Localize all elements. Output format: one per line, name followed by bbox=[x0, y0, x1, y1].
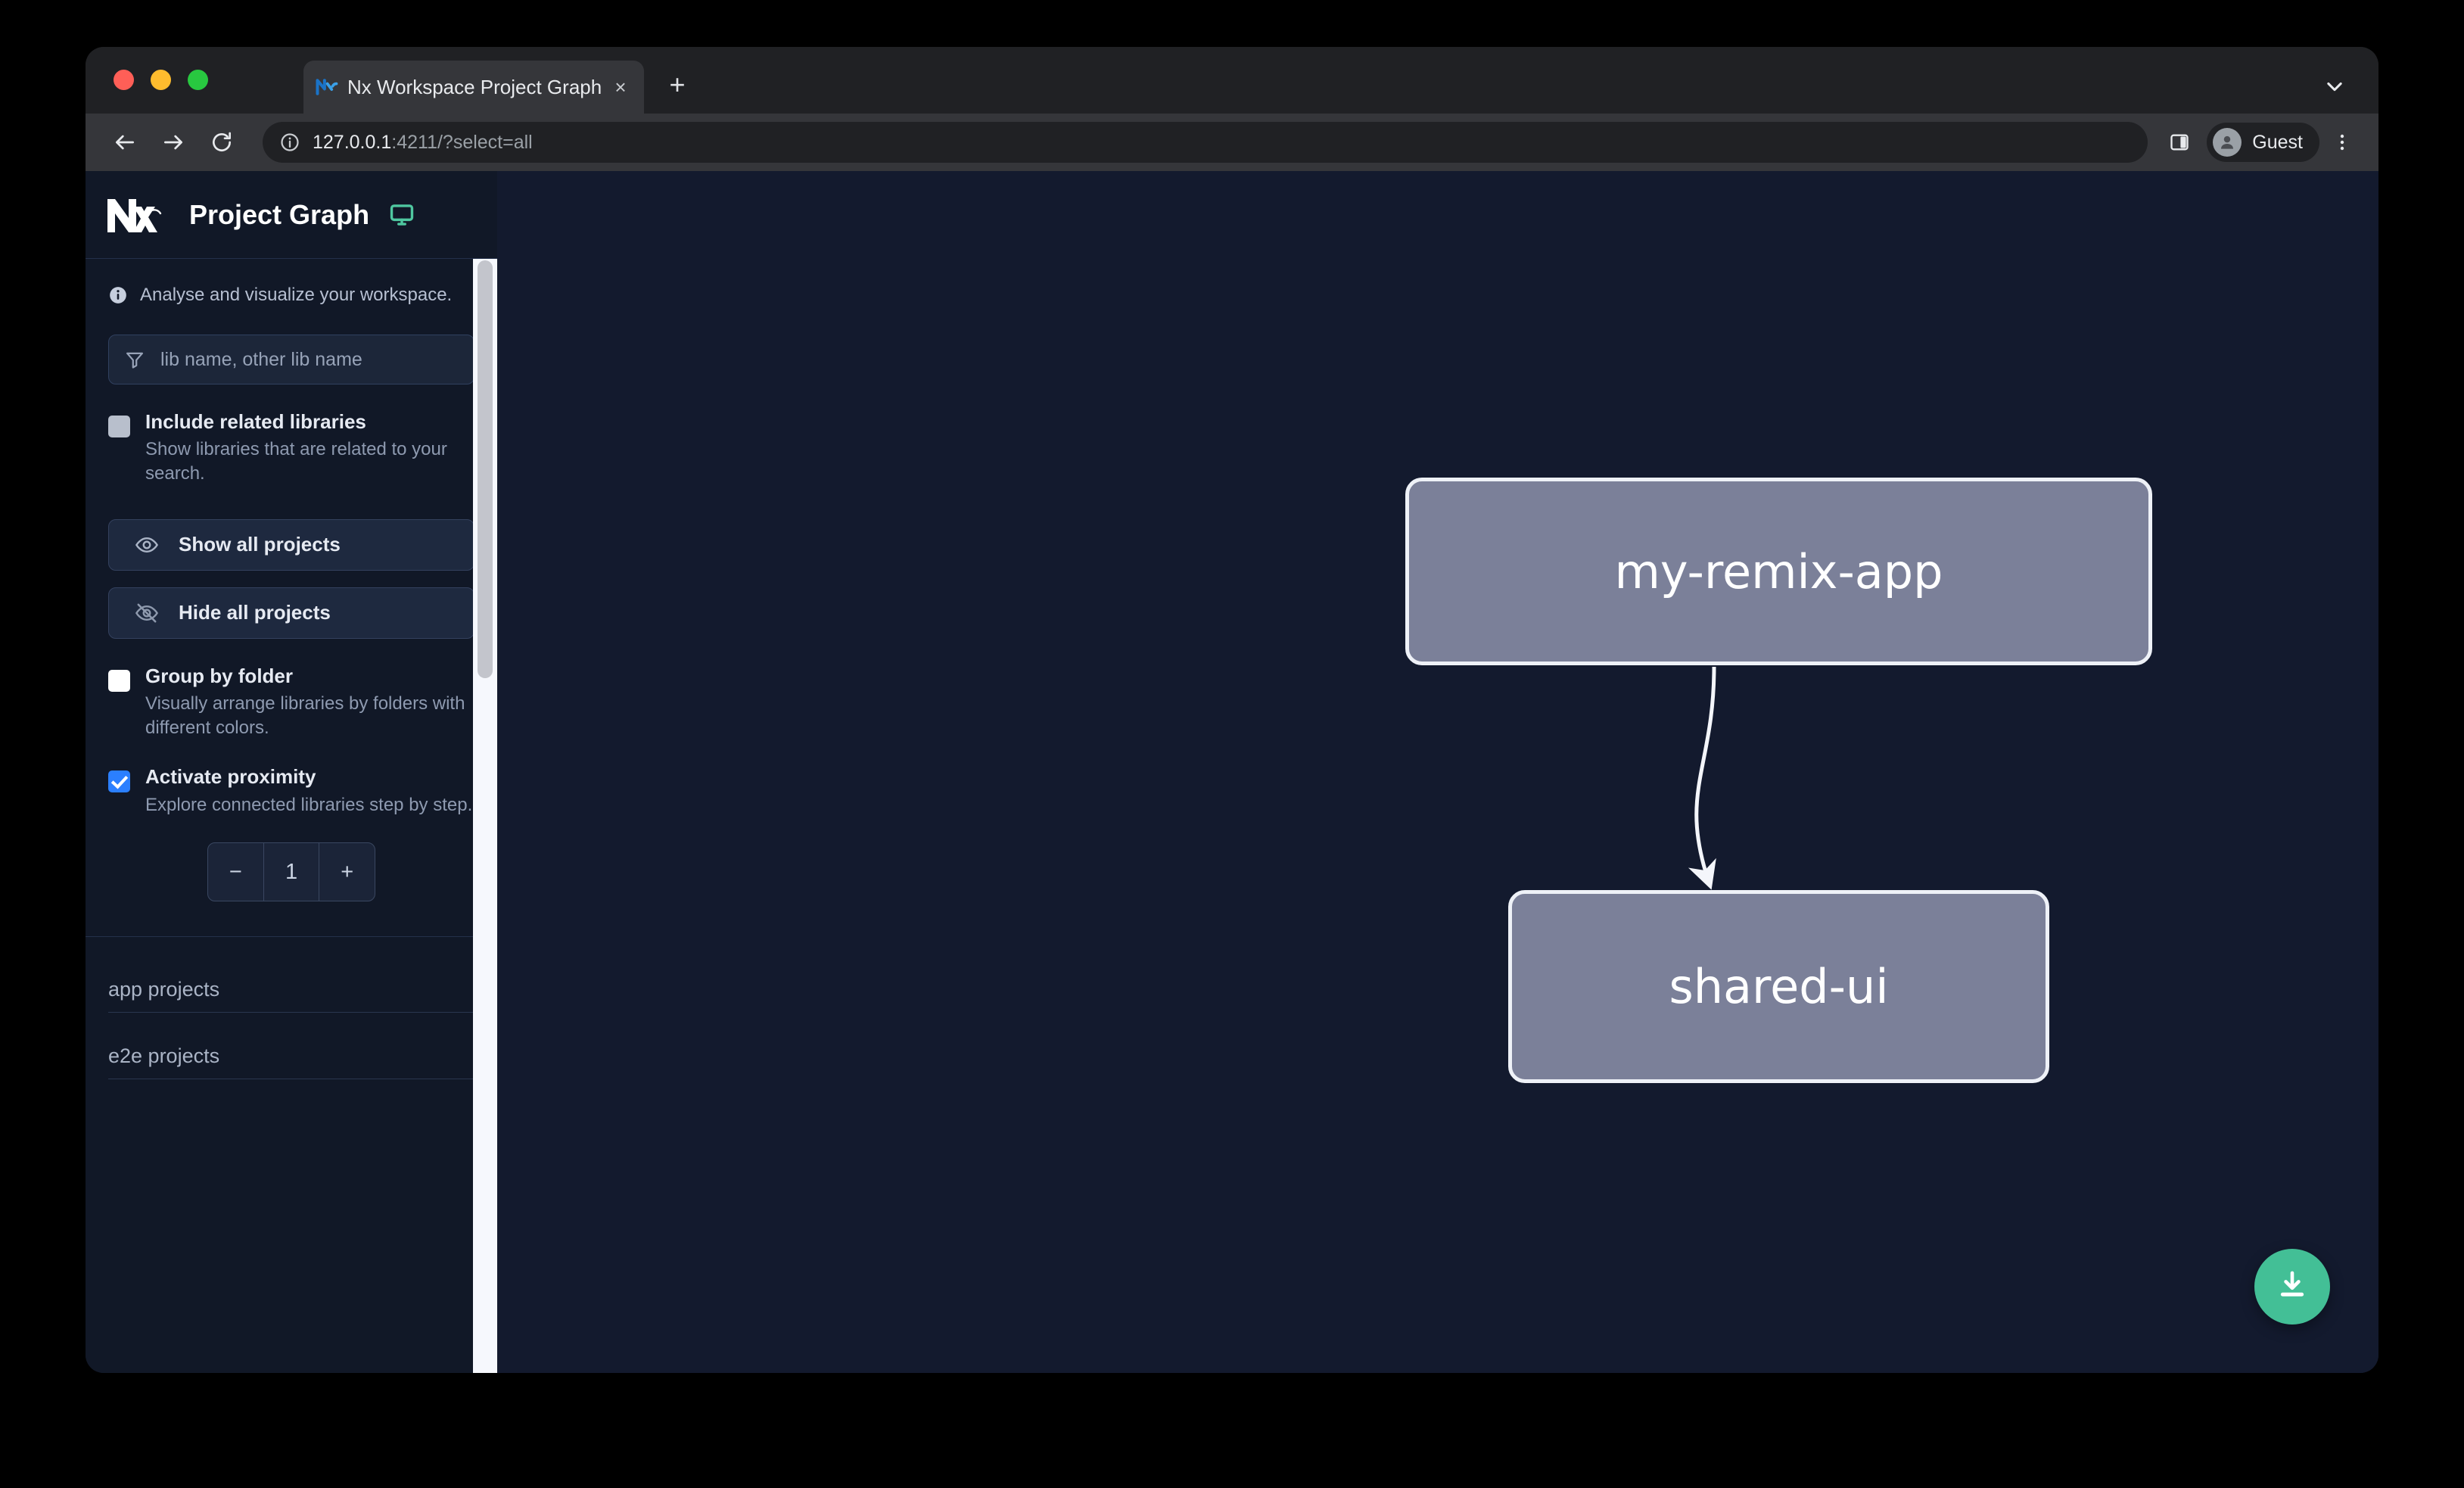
browser-menu-icon[interactable] bbox=[2326, 123, 2359, 162]
workspace-hint: Analyse and visualize your workspace. bbox=[86, 259, 497, 306]
download-icon bbox=[2275, 1268, 2310, 1306]
include-related-libraries-checkbox[interactable] bbox=[108, 416, 130, 437]
activate-proximity-label: Activate proximity bbox=[145, 765, 316, 789]
app-projects-label: app projects bbox=[108, 978, 220, 1001]
profile-chip[interactable]: Guest bbox=[2207, 123, 2319, 162]
reload-button[interactable] bbox=[202, 123, 241, 162]
eye-slash-icon bbox=[135, 601, 159, 625]
side-panel-icon[interactable] bbox=[2161, 124, 2198, 160]
include-related-libraries-description: Show libraries that are related to your … bbox=[145, 439, 447, 484]
group-by-folder-description: Visually arrange libraries by folders wi… bbox=[145, 693, 465, 738]
project-graph-canvas[interactable]: my-remix-app shared-ui bbox=[497, 171, 2378, 1373]
edge-my-remix-app-to-shared-ui bbox=[1688, 666, 1716, 890]
proximity-value: 1 bbox=[263, 843, 319, 901]
activate-proximity-checkbox[interactable] bbox=[108, 770, 130, 793]
graph-edges bbox=[1688, 666, 1716, 890]
group-by-folder-label: Group by folder bbox=[145, 664, 293, 687]
forward-button[interactable] bbox=[154, 123, 193, 162]
sidebar-scrollbar[interactable] bbox=[473, 259, 497, 1373]
hide-all-projects-label: Hide all projects bbox=[179, 601, 331, 624]
project-group-app-projects[interactable]: app projects bbox=[108, 937, 474, 1013]
activate-proximity-description: Explore connected libraries step by step… bbox=[145, 794, 473, 815]
address-bar[interactable]: 127.0.0.1:4211/?select=all bbox=[263, 122, 2148, 163]
window-traffic-lights bbox=[114, 70, 208, 90]
proximity-decrement-button[interactable]: − bbox=[229, 859, 242, 884]
window-zoom-button[interactable] bbox=[188, 70, 208, 90]
window-close-button[interactable] bbox=[114, 70, 134, 90]
nx-favicon-icon bbox=[314, 74, 340, 100]
proximity-stepper[interactable]: − 1 + bbox=[207, 842, 375, 902]
sidebar: Project Graph bbox=[86, 171, 497, 1373]
graph-node-label: my-remix-app bbox=[1614, 543, 1943, 599]
tab-close-icon[interactable]: × bbox=[614, 76, 627, 98]
proximity-increment-button[interactable]: + bbox=[319, 843, 375, 901]
option-activate-proximity[interactable]: Activate proximity Explore connected lib… bbox=[86, 739, 497, 817]
info-icon bbox=[108, 285, 128, 305]
url-host: 127.0.0.1 bbox=[313, 131, 392, 153]
sidebar-scrollbar-thumb[interactable] bbox=[478, 260, 493, 678]
profile-name: Guest bbox=[2252, 131, 2303, 153]
new-tab-button[interactable]: + bbox=[669, 69, 686, 100]
include-related-libraries-label: Include related libraries bbox=[145, 410, 366, 433]
browser-toolbar: 127.0.0.1:4211/?select=all Guest bbox=[86, 114, 2378, 171]
page-title: Project Graph bbox=[189, 198, 370, 230]
workspace-hint-text: Analyse and visualize your workspace. bbox=[140, 285, 453, 305]
browser-tab-title: Nx Workspace Project Graph bbox=[347, 75, 602, 98]
download-image-button[interactable] bbox=[2254, 1249, 2330, 1325]
monitor-icon[interactable] bbox=[389, 202, 415, 228]
eye-icon bbox=[135, 533, 159, 557]
browser-tab[interactable]: Nx Workspace Project Graph × bbox=[303, 61, 644, 114]
e2e-projects-label: e2e projects bbox=[108, 1044, 220, 1068]
graph-node-my-remix-app[interactable]: my-remix-app bbox=[1405, 478, 2152, 665]
graph-node-label: shared-ui bbox=[1669, 959, 1889, 1014]
address-bar-url: 127.0.0.1:4211/?select=all bbox=[313, 132, 533, 154]
filter-icon bbox=[124, 349, 145, 370]
back-button[interactable] bbox=[105, 123, 145, 162]
project-group-e2e-projects[interactable]: e2e projects bbox=[108, 1013, 474, 1080]
app-viewport: Project Graph bbox=[86, 171, 2378, 1373]
tab-strip: Nx Workspace Project Graph × + bbox=[86, 47, 2378, 114]
url-path: :4211/?select=all bbox=[391, 131, 533, 153]
sidebar-header: Project Graph bbox=[86, 171, 497, 259]
sidebar-scroll-area: Analyse and visualize your workspace. bbox=[86, 259, 497, 1373]
avatar bbox=[2213, 128, 2242, 157]
nx-logo-icon bbox=[106, 196, 163, 234]
show-all-projects-button[interactable]: Show all projects bbox=[108, 518, 474, 571]
window-minimize-button[interactable] bbox=[151, 70, 171, 90]
search-field[interactable] bbox=[108, 335, 474, 384]
graph-node-shared-ui[interactable]: shared-ui bbox=[1508, 890, 2049, 1083]
option-include-related-libraries[interactable]: Include related libraries Show libraries… bbox=[86, 384, 497, 486]
browser-window: Nx Workspace Project Graph × + bbox=[86, 47, 2378, 1373]
chevron-down-icon[interactable] bbox=[2319, 71, 2350, 101]
hide-all-projects-button[interactable]: Hide all projects bbox=[108, 587, 474, 639]
show-all-projects-label: Show all projects bbox=[179, 533, 341, 556]
group-by-folder-checkbox[interactable] bbox=[108, 669, 130, 692]
info-circle-icon[interactable] bbox=[279, 132, 300, 153]
search-input[interactable] bbox=[159, 347, 459, 372]
option-group-by-folder[interactable]: Group by folder Visually arrange librari… bbox=[86, 639, 497, 740]
sidebar-divider bbox=[86, 936, 497, 938]
